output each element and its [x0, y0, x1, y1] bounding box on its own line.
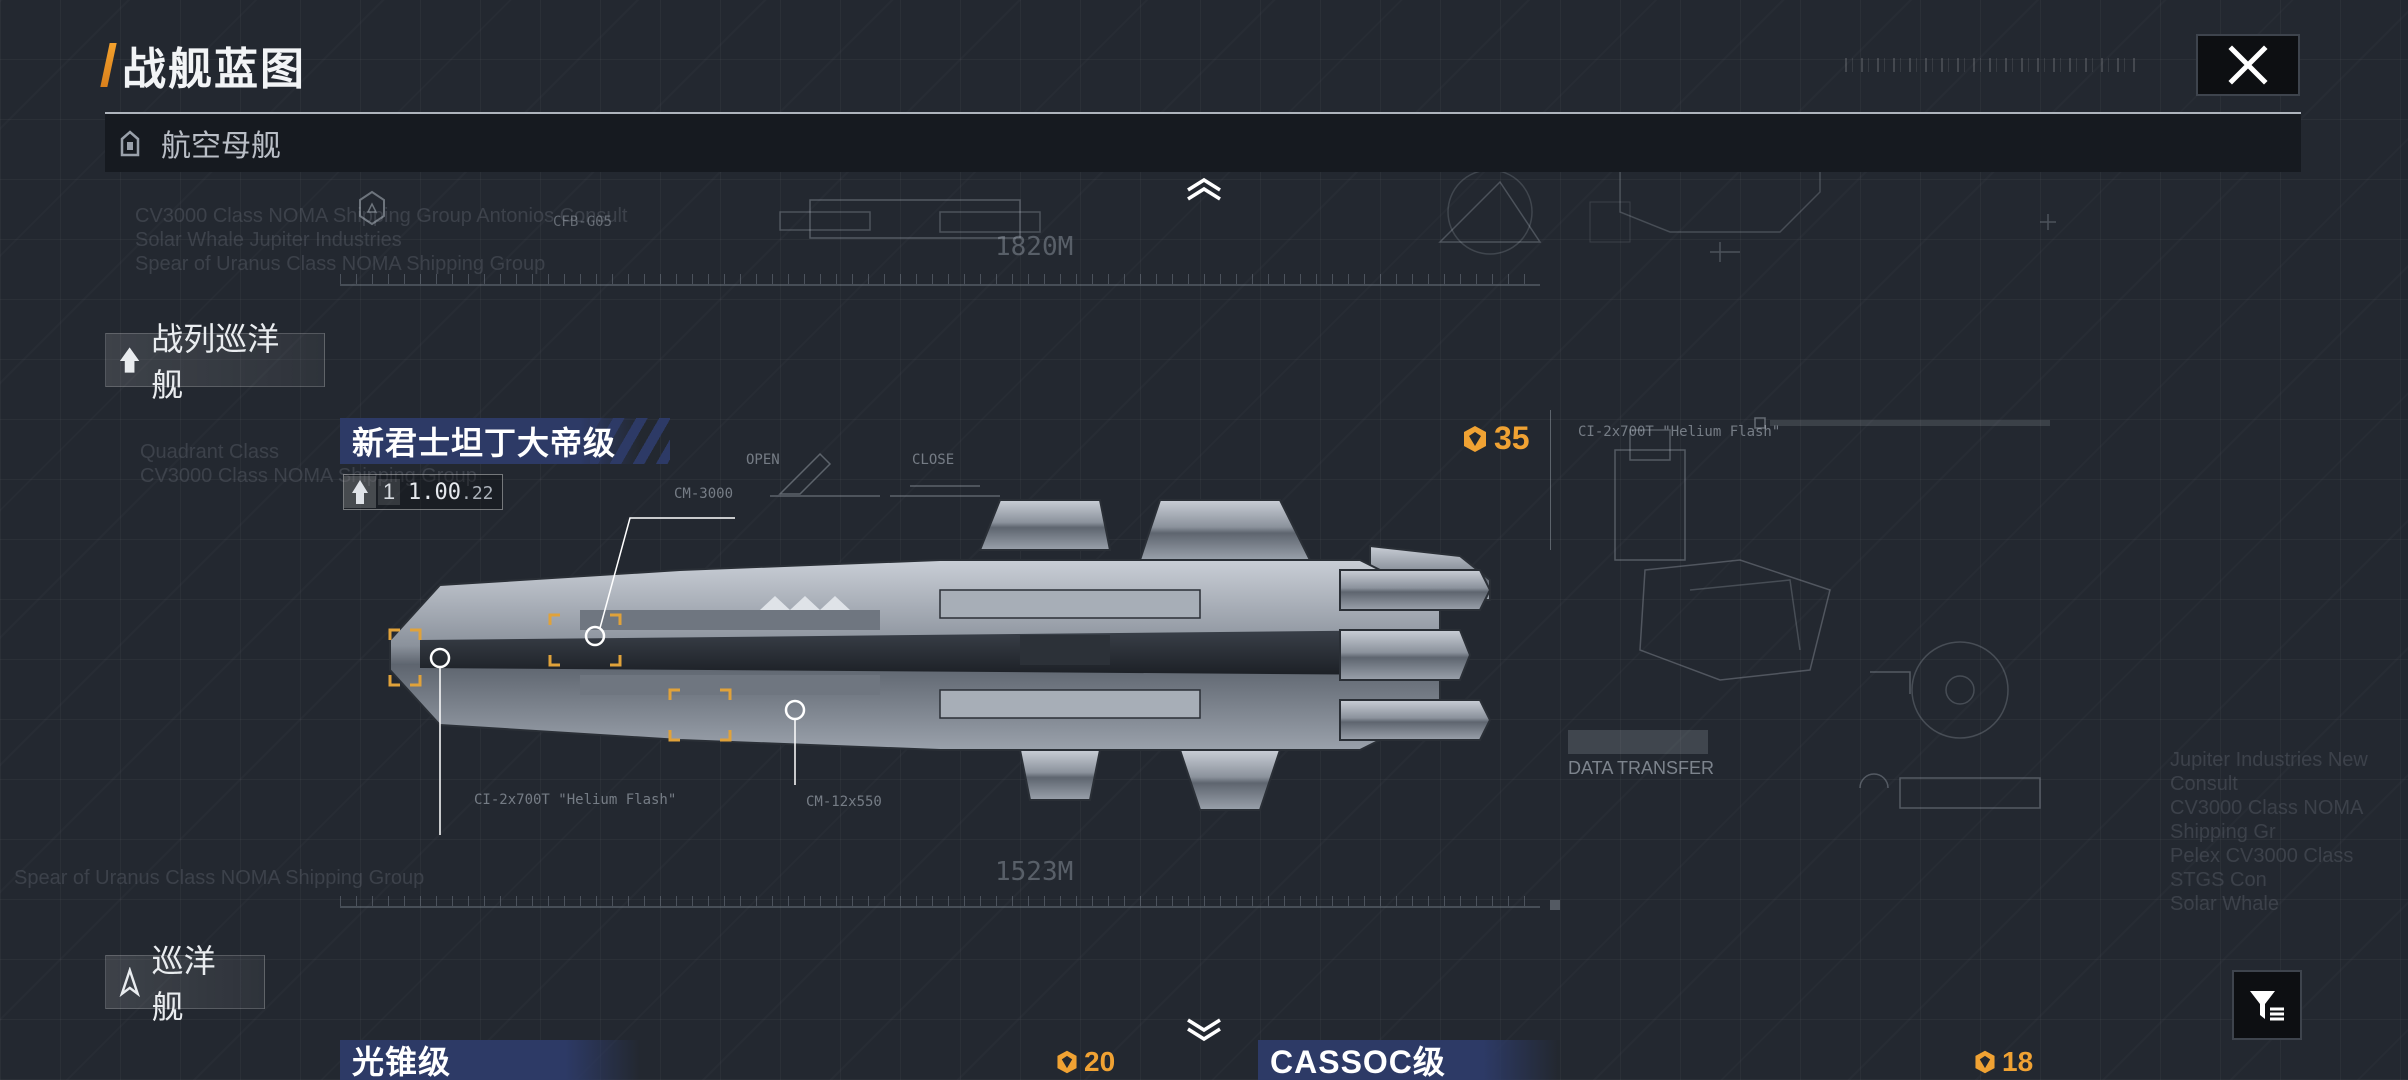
schematic-text-line: CV3000 Class NOMA Shipping Group Antonio…	[135, 205, 628, 227]
schematic-top-code: CFB-G05	[553, 214, 613, 230]
ship-name: CASSOC级	[1270, 1044, 1446, 1080]
callout-bottom: CM-12x550	[806, 794, 882, 810]
ship-length: 1523M	[995, 857, 1074, 887]
right-panel-line: Jupiter Industries New Consult	[2170, 749, 2368, 795]
chevron-up-icon[interactable]	[1184, 176, 1224, 202]
filter-button[interactable]	[2232, 970, 2302, 1040]
category-header-carrier[interactable]: 航空母舰	[105, 114, 2301, 172]
version-major: 1.00	[408, 479, 461, 505]
callout-top: CM-3000	[674, 486, 734, 502]
ship-version: 1.00.22	[400, 480, 502, 505]
dimension-ticks-top	[340, 274, 1540, 284]
close-icon	[2228, 45, 2268, 85]
data-transfer-label: DATA TRANSFER	[1568, 758, 1715, 778]
ship-type-icon	[344, 476, 376, 508]
ship-cost-value: 35	[1494, 420, 1530, 456]
ship-cost-value: 20	[1084, 1046, 1116, 1077]
command-point-icon	[1464, 425, 1486, 452]
right-blueprint-drawing	[1550, 410, 2050, 910]
ship-name: 光锥级	[352, 1044, 452, 1080]
cruiser-class-icon	[119, 967, 141, 997]
version-minor: .22	[460, 482, 494, 504]
category-header-battlecruiser[interactable]: 战列巡洋舰	[105, 321, 325, 403]
command-point-icon	[1057, 1050, 1077, 1074]
ship-side-text: Quadrant Class CV3000 Class NOMA Shippin…	[140, 440, 477, 488]
banner-stripes	[590, 418, 670, 464]
right-panel-line: Solar Whale	[2170, 893, 2279, 915]
right-panel-text: Jupiter Industries New Consult CV3000 Cl…	[2170, 748, 2408, 916]
schematic-text-line: Spear of Uranus Class NOMA Shipping Grou…	[135, 253, 546, 275]
filter-icon	[2250, 991, 2284, 1021]
dimension-rule-top	[340, 284, 1540, 286]
callout-right: CI-2x700T "Helium Flash"	[1578, 424, 1781, 440]
schematic-text-line: Solar Whale Jupiter Industries	[135, 229, 402, 251]
callout-lines	[429, 517, 806, 835]
hatch-diagram	[770, 452, 1000, 497]
callout-left: CI-2x700T "Helium Flash"	[474, 792, 677, 808]
dimension-ticks-bottom	[340, 896, 1540, 906]
ship-stats: 1 1.00.22	[343, 474, 503, 510]
ship-cost: 35	[1460, 420, 1530, 457]
top-schematic-drawing	[359, 172, 2056, 262]
hatch-open-label: OPEN	[746, 452, 780, 468]
schematic-top-length: 1820M	[995, 232, 1074, 262]
command-point-icon	[1975, 1050, 1995, 1074]
chevron-down-icon[interactable]	[1184, 1016, 1224, 1042]
category-label: 战列巡洋舰	[151, 321, 280, 403]
page-title: 战舰蓝图	[122, 45, 306, 94]
ship-card-featured[interactable]: 新君士坦丁大帝级	[340, 418, 670, 464]
right-panel-line: Pelex CV3000 Class STGS Con	[2170, 845, 2354, 891]
page-header: 战舰蓝图	[100, 40, 306, 94]
ship-card-next-1[interactable]: 光锥级	[340, 1040, 640, 1080]
battlecruiser-class-icon	[119, 347, 140, 373]
ship-name: 新君士坦丁大帝级	[352, 425, 617, 461]
ship-illustration	[388, 499, 1492, 811]
ship-cost-value: 18	[2002, 1046, 2034, 1077]
header-divider	[105, 112, 2301, 114]
left-footer-text: Spear of Uranus Class NOMA Shipping Grou…	[14, 867, 425, 889]
ship-cost: 20	[1054, 1046, 1115, 1078]
ship-level: 1	[378, 479, 400, 505]
schematic-top-text: CV3000 Class NOMA Shipping Group Antonio…	[135, 204, 628, 276]
side-text-line: Quadrant Class	[140, 441, 279, 463]
hatch-close-label: CLOSE	[912, 452, 955, 468]
decorative-barcode	[1845, 58, 2135, 72]
category-label: 航空母舰	[161, 130, 281, 163]
ship-card-next-2[interactable]: CASSOC级	[1258, 1040, 1558, 1080]
dimension-rule-bottom	[340, 906, 1540, 908]
data-transfer-bar	[1568, 730, 1708, 754]
carrier-class-icon	[120, 130, 140, 157]
close-button[interactable]	[2196, 34, 2300, 96]
category-label: 巡洋舰	[151, 943, 216, 1025]
ship-cost: 18	[1972, 1046, 2033, 1078]
side-text-line: CV3000 Class NOMA Shipping Group	[140, 465, 477, 487]
right-panel-line: CV3000 Class NOMA Shipping Gr	[2170, 797, 2363, 843]
category-header-cruiser[interactable]: 巡洋舰	[105, 943, 265, 1025]
